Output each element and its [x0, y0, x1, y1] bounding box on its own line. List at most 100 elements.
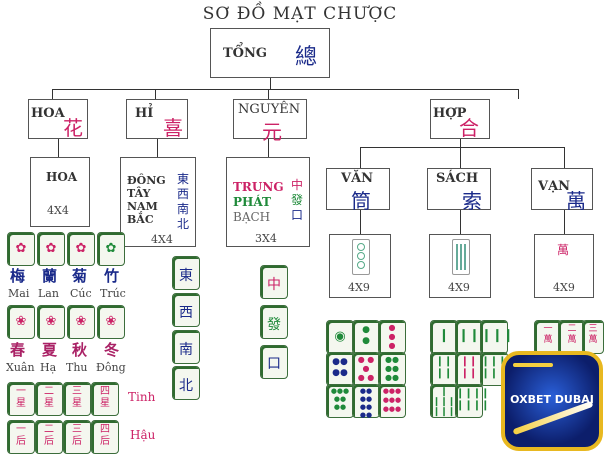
- flower-tile-truc: ✿: [97, 232, 125, 266]
- sub-hi-name-bac: BẮC: [127, 213, 154, 226]
- group-hop: HỢP 合: [430, 99, 490, 140]
- tinh-tile-2: 二 星: [35, 382, 63, 416]
- wind-tile-east: 東: [172, 256, 200, 290]
- flower-han-mai: 梅: [10, 267, 26, 285]
- oxbet-dubai-logo: OXBET DUBAI: [501, 351, 603, 451]
- suit-sach-tile: [452, 239, 470, 275]
- sub-vanh: VẠN 萬: [531, 168, 593, 213]
- flower-han-truc: 竹: [104, 267, 120, 285]
- group-hi-label: HỈ: [135, 106, 154, 121]
- sub-hoa: HOA 4X4: [30, 157, 90, 227]
- group-nguyen-label: NGUYÊN: [238, 102, 301, 117]
- flower-tile-mai: ✿: [7, 232, 35, 266]
- wind-tile-north: 北: [172, 366, 200, 400]
- tinh-tile-4: 四 星: [91, 382, 119, 416]
- bamboo-tile-7: ❙❙❙❙❙❙❙: [430, 384, 458, 418]
- group-hi: HỈ 喜: [126, 99, 188, 140]
- bamboo-tile-2: ❙❙: [455, 320, 483, 354]
- circle-tile-1: ◉: [326, 320, 354, 354]
- flower-name-ha: Hạ: [40, 361, 57, 374]
- hau-tile-1: 一 后: [7, 420, 35, 454]
- suit-vanh-box: 萬 4X9: [534, 234, 594, 298]
- flower-name-mai: Mai: [8, 287, 30, 300]
- flower-han-cuc: 菊: [72, 267, 88, 285]
- sub-hoa-count: 4X4: [47, 204, 69, 217]
- circle-tile-2: ●●: [352, 320, 380, 354]
- group-hoa-han: 花: [63, 116, 83, 140]
- flower-tile-lan: ✿: [37, 232, 65, 266]
- sub-nguyen-han-bach: 口: [291, 208, 304, 222]
- sub-hi: ĐÔNG TÂY NAM BẮC 東 西 南 北 4X4: [120, 157, 196, 247]
- hau-tile-2: 二 后: [35, 420, 63, 454]
- flower-tile-xuan: ❀: [7, 305, 35, 339]
- sub-hoa-label: HOA: [46, 170, 78, 184]
- sub-nguyen: TRUNG PHÁT BẠCH 中 發 口 3X4: [226, 157, 310, 247]
- bamboo-tile-1: ❙: [430, 320, 458, 354]
- sub-van-han: 筒: [351, 189, 371, 213]
- sub-nguyen-phat: PHÁT: [233, 195, 271, 209]
- bamboo-tile-4: ❙❙❙❙: [430, 352, 458, 386]
- sub-hi-names: ĐÔNG TÂY NAM BẮC: [127, 174, 166, 226]
- sub-nguyen-trung: TRUNG: [233, 180, 284, 194]
- circle-tile-9: ●●●●●●●●●: [378, 384, 406, 418]
- flower-han-thu: 秋: [72, 341, 88, 359]
- group-nguyen: NGUYÊN 元: [233, 99, 307, 144]
- bamboo-tile-8: ❙❙❙❙❙❙❙❙: [455, 384, 490, 418]
- sub-van: VĂN 筒: [326, 168, 390, 213]
- group-hi-han: 喜: [163, 116, 183, 140]
- sub-hi-name-dong: ĐÔNG: [127, 174, 166, 187]
- group-hop-label: HỢP: [433, 106, 467, 121]
- flower-name-lan: Lan: [38, 287, 59, 300]
- flower-tile-cuc: ✿: [67, 232, 95, 266]
- char-tile-3: 三萬: [582, 320, 604, 354]
- hau-label: Hậu: [130, 428, 156, 442]
- flower-han-dong: 冬: [104, 341, 120, 359]
- suit-vanh-tile: 萬: [557, 243, 570, 257]
- sub-nguyen-han: 中 發 口: [291, 178, 303, 223]
- circle-tile-5: ● ●●● ●: [352, 352, 380, 386]
- sub-sach-han: 索: [462, 189, 482, 213]
- bamboo-tile-3: ❙❙❙: [480, 320, 514, 354]
- root-han: 總: [295, 45, 318, 70]
- tinh-tile-1: 一 星: [7, 382, 35, 416]
- sub-sach-label: SÁCH: [436, 171, 479, 186]
- flower-name-thu: Thu: [66, 361, 88, 374]
- sub-vanh-han: 萬: [566, 189, 586, 213]
- char-tile-2: 二萬: [558, 320, 586, 354]
- flower-han-xuan: 春: [10, 341, 26, 359]
- hau-tile-4: 四 后: [91, 420, 119, 454]
- root-label: TỔNG: [223, 46, 267, 61]
- group-hop-han: 合: [459, 116, 479, 140]
- flower-name-truc: Trúc: [100, 287, 126, 300]
- group-hoa-label: HOA: [31, 106, 65, 121]
- sub-hi-name-nam: NAM: [127, 200, 158, 213]
- flower-tile-thu: ❀: [67, 305, 95, 339]
- tinh-label: Tinh: [128, 390, 156, 404]
- sub-van-label: VĂN: [341, 171, 374, 186]
- flower-tile-ha: ❀: [37, 305, 65, 339]
- hau-tile-3: 三 后: [63, 420, 91, 454]
- suit-vanh-count: 4X9: [553, 281, 575, 294]
- sub-vanh-label: VẠN: [538, 179, 571, 194]
- group-nguyen-han: 元: [262, 120, 282, 144]
- circle-tile-4: ●●●●: [326, 352, 354, 386]
- flower-name-cuc: Cúc: [70, 287, 92, 300]
- circle-tile-3: ●●●: [378, 320, 406, 354]
- sub-hi-han: 東 西 南 北: [177, 172, 190, 231]
- suit-van-box: 4X9: [329, 234, 391, 298]
- circle-tile-6: ●●●●●●: [378, 352, 406, 386]
- flower-tile-dong: ❀: [97, 305, 125, 339]
- flower-han-lan: 蘭: [42, 267, 58, 285]
- flower-name-xuan: Xuân: [6, 361, 35, 374]
- dragon-tile-red: 中: [260, 265, 288, 299]
- tinh-tile-3: 三 星: [63, 382, 91, 416]
- suit-sach-box: 4X9: [429, 234, 491, 298]
- sub-nguyen-count: 3X4: [255, 232, 277, 245]
- dragon-tile-white: 口: [260, 345, 288, 379]
- sub-hi-count: 4X4: [151, 233, 173, 246]
- root-node: TỔNG 總: [210, 28, 330, 78]
- sub-nguyen-han-trung: 中: [291, 178, 304, 192]
- group-hoa: HOA 花: [28, 99, 88, 140]
- badge-text: OXBET DUBAI: [510, 393, 594, 406]
- circle-tile-8: ●●●●●●●●: [352, 384, 380, 419]
